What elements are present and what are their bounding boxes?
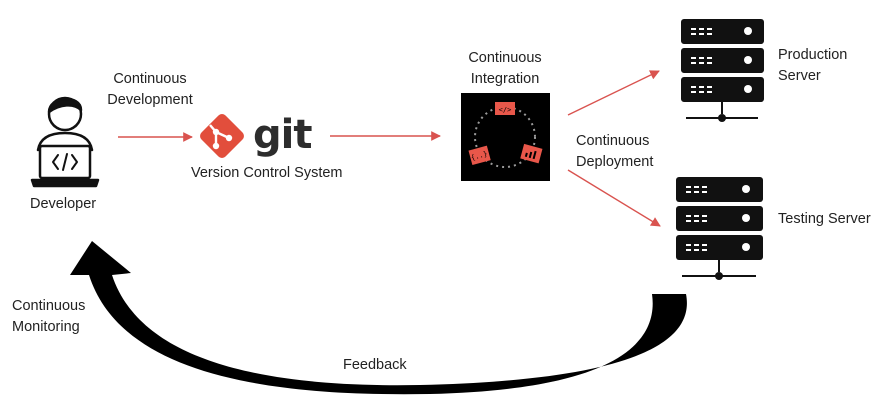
label-line: Production	[778, 47, 848, 63]
label-production-server: Production Server	[778, 45, 847, 87]
svg-text:</>: </>	[499, 106, 512, 114]
server-rack-icon	[681, 19, 764, 122]
label-continuous-monitoring: Continuous Monitoring	[12, 296, 85, 338]
label-line: Server	[778, 68, 821, 84]
label-line: Development	[107, 92, 193, 108]
label-line: Continuous	[113, 71, 187, 87]
label-line: Continuous	[12, 298, 86, 314]
label-testing-server: Testing Server	[778, 211, 871, 227]
label-line: Monitoring	[12, 319, 80, 335]
label-continuous-deployment: Continuous Deployment	[576, 131, 653, 173]
git-wordmark: git	[253, 112, 312, 158]
label-line: Continuous	[576, 133, 650, 149]
label-version-control-system: Version Control System	[191, 165, 343, 181]
label-feedback: Feedback	[343, 357, 407, 373]
label-line: Integration	[470, 71, 540, 87]
label-developer: Developer	[30, 196, 97, 212]
ci-cycle-icon: </> {..}	[461, 93, 550, 181]
developer-laptop-icon	[30, 96, 100, 188]
label-continuous-integration: Continuous Integration	[455, 48, 555, 90]
label-continuous-development: Continuous Development	[98, 69, 202, 111]
server-rack-icon	[676, 177, 763, 280]
arrow-ci-to-production	[567, 70, 660, 116]
label-line: Continuous	[468, 50, 542, 66]
arrow-ci-to-testing	[567, 169, 661, 227]
label-line: Deployment	[576, 154, 654, 170]
git-logo-icon	[200, 114, 244, 158]
